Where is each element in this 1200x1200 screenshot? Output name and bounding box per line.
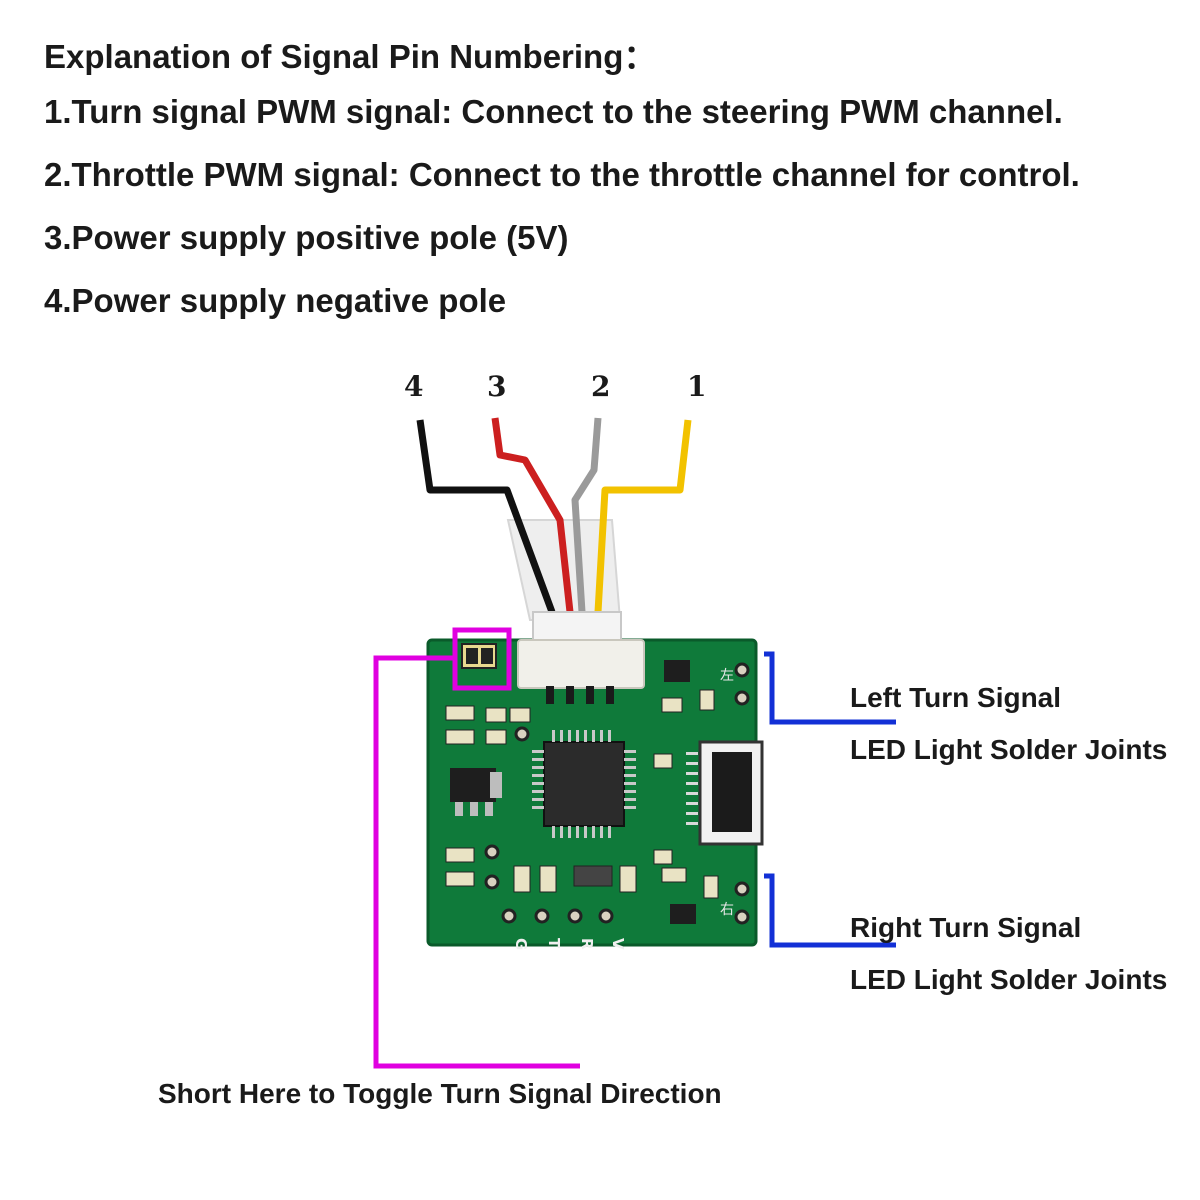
explanation-item-2: 2.Throttle PWM signal: Connect to the th… [44,156,1080,193]
pad-label-g: G [512,938,530,950]
pad-label-t: T [545,938,563,949]
pin-label-4: 4 [404,370,424,403]
wire-pin-2 [571,417,602,613]
right-turn-callout-line [764,873,896,948]
smd-components [445,660,719,924]
explanation-item-1: 1.Turn signal PWM signal: Connect to the… [44,93,1063,130]
mcu-chip [532,730,636,838]
explanation-item-3: 3.Power supply positive pole (5V) [44,219,569,256]
short-callout-line [373,655,580,1069]
pin-label-1: 1 [687,370,707,403]
right-turn-label: Right Turn Signal [850,912,1082,943]
mark-right: 右 [720,902,734,918]
explanation-item-4: 4.Power supply negative pole [44,282,507,319]
pad-label-v: V [609,938,627,950]
wire-connector-top [532,611,622,643]
wire-pin-3 [491,417,574,613]
wire-pin-1 [594,419,692,613]
voltage-regulator [450,768,502,816]
explanation-title: Explanation of Signal Pin Numbering： [44,38,657,75]
left-turn-label: Left Turn Signal [850,682,1062,713]
short-toggle-label: Short Here to Toggle Turn Signal Directi… [158,1078,722,1109]
wire-connector [517,639,645,689]
pad-label-r: R [578,938,596,950]
left-turn-sublabel: LED Light Solder Joints [850,734,1168,765]
fpc-connector [686,740,764,846]
right-turn-sublabel: LED Light Solder Joints [850,964,1168,995]
mark-left: 左 [720,668,734,684]
pin-label-2: 2 [591,370,611,403]
pin-label-3: 3 [487,370,507,403]
left-turn-callout-line [764,651,896,725]
solder-pads [484,662,750,925]
wire-pin-4 [416,419,556,614]
